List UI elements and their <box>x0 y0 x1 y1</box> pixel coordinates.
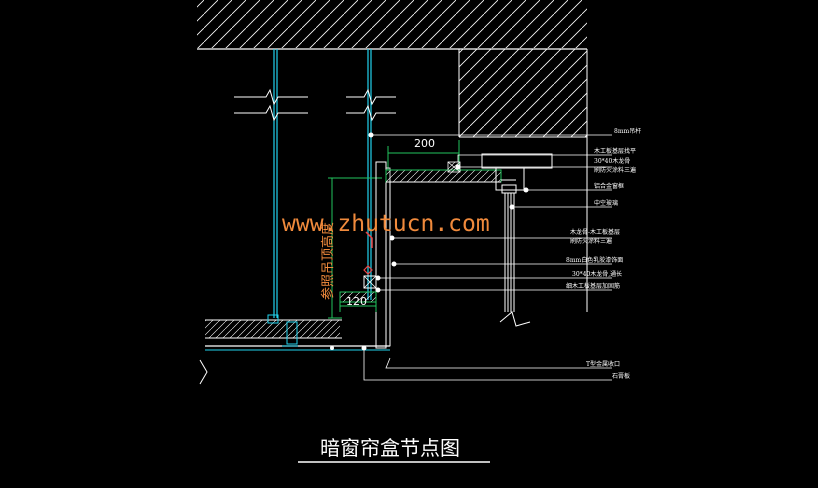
callout-10: 细木工板基层加固筋 <box>566 282 620 290</box>
callout-12: 石膏板 <box>612 372 630 380</box>
curtain-box <box>375 161 502 349</box>
curtain-box-detail-drawing: 200 参照吊顶高度 <box>197 0 641 463</box>
callout-3: 刷防火涂料三遍 <box>594 166 636 174</box>
window-frame <box>481 137 588 312</box>
vertical-height-label: 参照吊顶高度 <box>320 222 336 300</box>
gypsum-ceiling <box>205 314 390 351</box>
dimension-vertical: 参照吊顶高度 <box>320 177 382 319</box>
cad-viewport[interactable]: 200 参照吊顶高度 <box>92 0 721 488</box>
watermark-text: www.zhutucn.com <box>282 211 490 237</box>
callout-8: 8mm白色乳胶漆饰面 <box>566 256 623 264</box>
callout-2: 30*40木龙骨 <box>594 157 630 165</box>
drawing-title: 暗窗帘盒节点图 <box>320 436 460 460</box>
dimension-bottom: 120 <box>339 295 377 312</box>
callout-4: 铝合金窗框 <box>594 182 624 190</box>
break-lines <box>199 88 531 385</box>
dimension-bottom-label: 120 <box>346 295 367 308</box>
callout-6: 木龙骨-木工板基层 <box>570 228 620 236</box>
callout-7: 刷防火涂料三遍 <box>570 237 612 245</box>
concrete-beam <box>458 49 588 138</box>
leader-lines <box>363 134 612 381</box>
callout-9: 30*40木龙骨,通长 <box>572 270 622 278</box>
callout-11: T型金属收口 <box>586 360 620 368</box>
ceiling-slab <box>197 0 587 50</box>
drawing-title-block: 暗窗帘盒节点图 <box>298 436 490 463</box>
callout-labels: 8mm吊杆 木工板基层找平 30*40木龙骨 刷防火涂料三遍 铝合金窗框 中空玻… <box>566 127 641 380</box>
callout-1: 木工板基层找平 <box>594 147 636 155</box>
leader-dots <box>330 132 529 351</box>
callout-5: 中空玻璃 <box>594 199 618 207</box>
dimension-top-label: 200 <box>414 137 435 150</box>
callout-0: 8mm吊杆 <box>614 127 641 135</box>
